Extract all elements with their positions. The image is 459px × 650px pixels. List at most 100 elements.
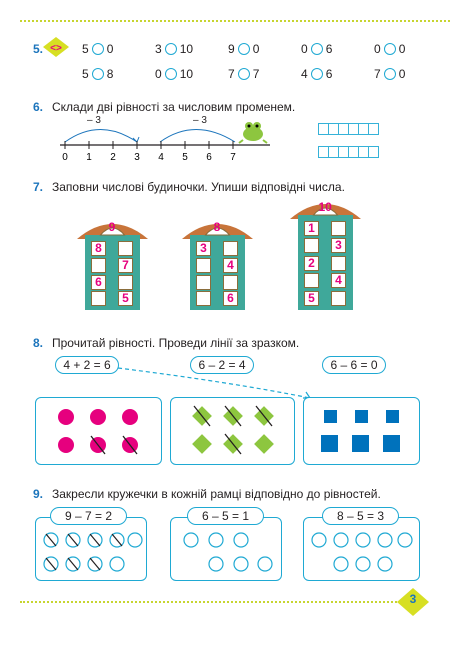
house-window-right[interactable] (118, 274, 133, 290)
comparison-left: 0 (155, 67, 162, 81)
comparison-left: 7 (374, 67, 381, 81)
page-number-badge (396, 587, 430, 622)
frame-circles-1[interactable] (35, 517, 147, 581)
house-window-right[interactable]: 4 (331, 273, 346, 289)
equation-8-1: 4 + 2 = 6 (55, 356, 119, 374)
comparison-right: 0 (398, 42, 406, 56)
comparison-circle[interactable] (164, 68, 177, 80)
house-window-left[interactable]: 1 (304, 221, 319, 236)
comparison-circle[interactable] (310, 43, 323, 55)
house-window-left[interactable] (304, 238, 319, 254)
house-window-left[interactable]: 6 (91, 274, 106, 290)
comparison-item: 0 10 (155, 67, 228, 81)
comparison-right: 10 (179, 67, 194, 81)
house-window-right[interactable]: 6 (223, 291, 238, 307)
house-window-right[interactable] (331, 290, 346, 306)
task6-number: 6. (33, 100, 44, 114)
comparison-circle[interactable] (383, 43, 396, 55)
house-roof-number: 10 (318, 200, 332, 214)
comparison-right: 6 (325, 42, 333, 56)
jump2-label: – 3 (193, 115, 207, 126)
comparison-left: 5 (82, 67, 89, 81)
frame-circles-2[interactable] (170, 517, 282, 581)
answer-grid-2[interactable] (318, 146, 379, 158)
house-window-right[interactable]: 4 (223, 257, 238, 273)
comparison-left: 0 (301, 42, 308, 56)
top-divider (20, 20, 450, 22)
answer-grid-1[interactable] (318, 123, 379, 135)
comparison-right: 10 (179, 42, 194, 56)
house-window-right[interactable] (331, 221, 346, 236)
comparison-circle[interactable] (237, 43, 250, 55)
page-number: 3 (409, 592, 417, 606)
house-window-right[interactable] (331, 255, 346, 271)
house-roof-number: 8 (213, 220, 221, 234)
comparison-left: 9 (228, 42, 235, 56)
task7-number: 7. (33, 180, 44, 194)
tick-label: 3 (134, 152, 140, 162)
house-window-left[interactable] (91, 291, 106, 307)
tick-label: 2 (110, 152, 116, 162)
house-window-left[interactable] (304, 273, 319, 289)
comparison-right: 6 (325, 67, 333, 81)
bottom-divider (20, 601, 400, 603)
house-window-right[interactable] (118, 241, 133, 256)
tick-label: 7 (230, 152, 236, 162)
task8-text: Прочитай рівності. Проведи лінії за зраз… (52, 336, 300, 350)
task6-text: Склади дві рівності за числовим променем… (52, 100, 296, 114)
tick-label: 6 (206, 152, 212, 162)
tick-label: 1 (86, 152, 92, 162)
house-window-right[interactable]: 3 (331, 238, 346, 254)
frame-green-diamonds[interactable] (170, 397, 295, 465)
frog-icon (238, 118, 268, 149)
house-window-left[interactable]: 3 (196, 241, 211, 256)
task9-number: 9. (33, 487, 44, 501)
rhombus-icon: <> (42, 36, 70, 63)
house-window-left[interactable] (91, 257, 106, 273)
house-window-right[interactable] (223, 274, 238, 290)
tick-label: 4 (158, 152, 164, 162)
comparison-circle[interactable] (383, 68, 396, 80)
equation-8-2: 6 – 2 = 4 (190, 356, 254, 374)
house-window-left[interactable] (196, 291, 211, 307)
house-window-right[interactable]: 7 (118, 257, 133, 273)
svg-text:<>: <> (50, 43, 62, 54)
comparison-circle[interactable] (91, 43, 104, 55)
comparison-left: 4 (301, 67, 308, 81)
jump1-label: – 3 (87, 115, 101, 126)
house-window-left[interactable] (196, 257, 211, 273)
house-window-left[interactable]: 2 (304, 255, 319, 271)
comparison-right: 8 (106, 67, 114, 81)
comparison-right: 7 (252, 67, 260, 81)
house-window-left[interactable]: 5 (304, 290, 319, 306)
house-window-left[interactable]: 8 (91, 241, 106, 256)
frame-pink-circles[interactable] (35, 397, 162, 465)
comparison-circle[interactable] (310, 68, 323, 80)
task9-text: Закресли кружечки в кожній рамці відпові… (52, 487, 381, 501)
comparison-right: 0 (106, 42, 114, 56)
comparison-circle[interactable] (164, 43, 177, 55)
comparison-circle[interactable] (237, 68, 250, 80)
comparison-right: 0 (398, 67, 406, 81)
house-window-left[interactable] (196, 274, 211, 290)
frame-circles-3[interactable] (303, 517, 420, 581)
house-window-right[interactable] (223, 241, 238, 256)
jump-arc-2 (64, 129, 138, 143)
house-window-right[interactable]: 5 (118, 291, 133, 307)
task8-number: 8. (33, 336, 44, 350)
comparison-left: 7 (228, 67, 235, 81)
comparison-circle[interactable] (91, 68, 104, 80)
frame-blue-squares[interactable] (303, 397, 420, 465)
